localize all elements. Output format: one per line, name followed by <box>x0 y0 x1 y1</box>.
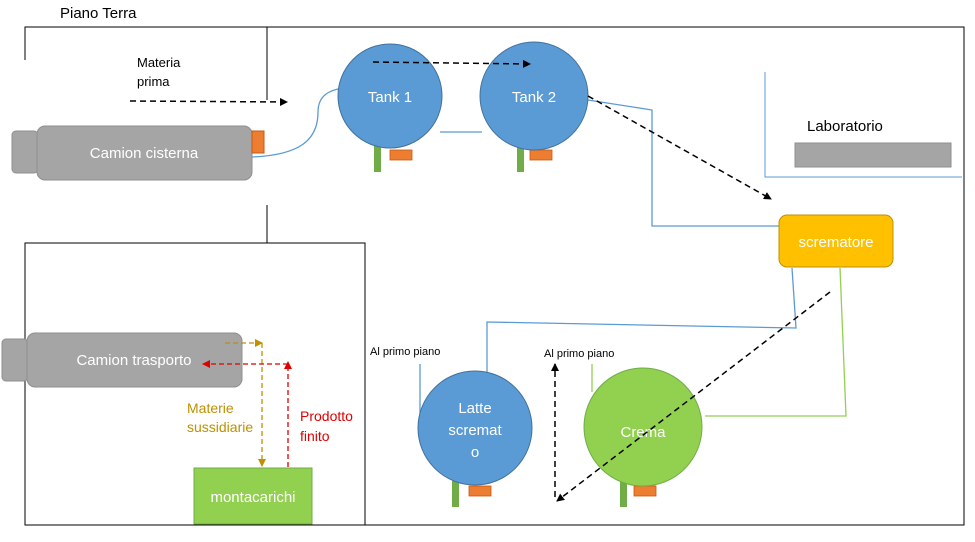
crema-label: Crema <box>620 424 666 441</box>
camion-trasporto-cab <box>1 338 29 382</box>
montacarichi: montacarichi <box>193 467 313 525</box>
laboratorio-room-wall <box>764 72 962 178</box>
montacarichi-label: montacarichi <box>210 489 295 506</box>
camion-cisterna-valve <box>251 130 265 154</box>
arrow-materia-prima <box>129 97 288 106</box>
arrow-tank1-tank2 <box>372 59 531 68</box>
prodotto-finito-arrows <box>202 360 292 467</box>
pipe-truck-tank1 <box>251 87 344 158</box>
al-primo-piano-left-label: Al primo piano <box>370 346 440 358</box>
pipe-scrematore-latte <box>486 267 797 376</box>
latte-scremato-valve <box>468 485 492 497</box>
materia-prima-label-2: prima <box>137 74 170 89</box>
page-title: Piano Terra <box>60 5 137 22</box>
scrematore: scrematore <box>778 214 894 268</box>
materie-sussidiarie-label-1: Materie <box>187 400 234 416</box>
arrow-scrematore-down <box>556 291 831 502</box>
camion-cisterna-label: Camion cisterna <box>90 145 199 162</box>
tank-1-stand <box>374 146 381 172</box>
crema-valve <box>633 485 657 497</box>
tank-2-valve <box>529 149 553 161</box>
camion-trasporto-body <box>26 332 243 388</box>
materie-sussidiarie-label-2: sussidiarie <box>187 419 253 435</box>
flow-arrows <box>129 59 831 502</box>
prodotto-finito-label-1: Prodotto <box>300 408 353 424</box>
latte-scremato-stand <box>452 481 459 507</box>
walls <box>24 26 965 526</box>
pipes <box>251 87 847 418</box>
crema-shape <box>583 367 703 487</box>
tank-1-valve <box>389 149 413 161</box>
camion-cisterna: Camion cisterna <box>11 125 265 181</box>
al-primo-piano-right-label: Al primo piano <box>544 348 614 360</box>
tank-2-stand <box>517 146 524 172</box>
latte-scremato-shape <box>417 370 533 486</box>
montacarichi-shape <box>193 467 313 525</box>
camion-cisterna-cab <box>11 130 39 174</box>
prodotto-finito-label-2: finito <box>300 428 330 444</box>
crema-tank: Crema <box>583 367 703 507</box>
tank-1-shape <box>337 43 443 149</box>
pipe-tank2-scrematore <box>587 99 780 227</box>
laboratorio-bench <box>794 142 952 168</box>
tank-2: Tank 2 <box>479 41 589 172</box>
pipe-scrematore-crema <box>705 267 847 417</box>
camion-trasporto: Camion trasporto <box>1 332 243 388</box>
latte-scremato-label-1: Latte <box>458 400 491 417</box>
arrow-tank2-scrematore <box>587 95 772 200</box>
scrematore-shape <box>778 214 894 268</box>
tank-2-label: Tank 2 <box>512 89 556 106</box>
latte-scremato-label-2: scremat <box>448 422 502 439</box>
latte-scremato-tank: Latte scremat o <box>417 370 533 507</box>
latte-scremato-label-3: o <box>471 444 479 461</box>
crema-stand <box>620 481 627 507</box>
laboratorio-label: Laboratorio <box>807 118 883 135</box>
tank-1: Tank 1 <box>337 43 443 172</box>
materia-prima-label-1: Materia <box>137 55 181 70</box>
scrematore-label: scrematore <box>798 234 873 251</box>
camion-trasporto-label: Camion trasporto <box>76 352 191 369</box>
tank-1-label: Tank 1 <box>368 89 412 106</box>
